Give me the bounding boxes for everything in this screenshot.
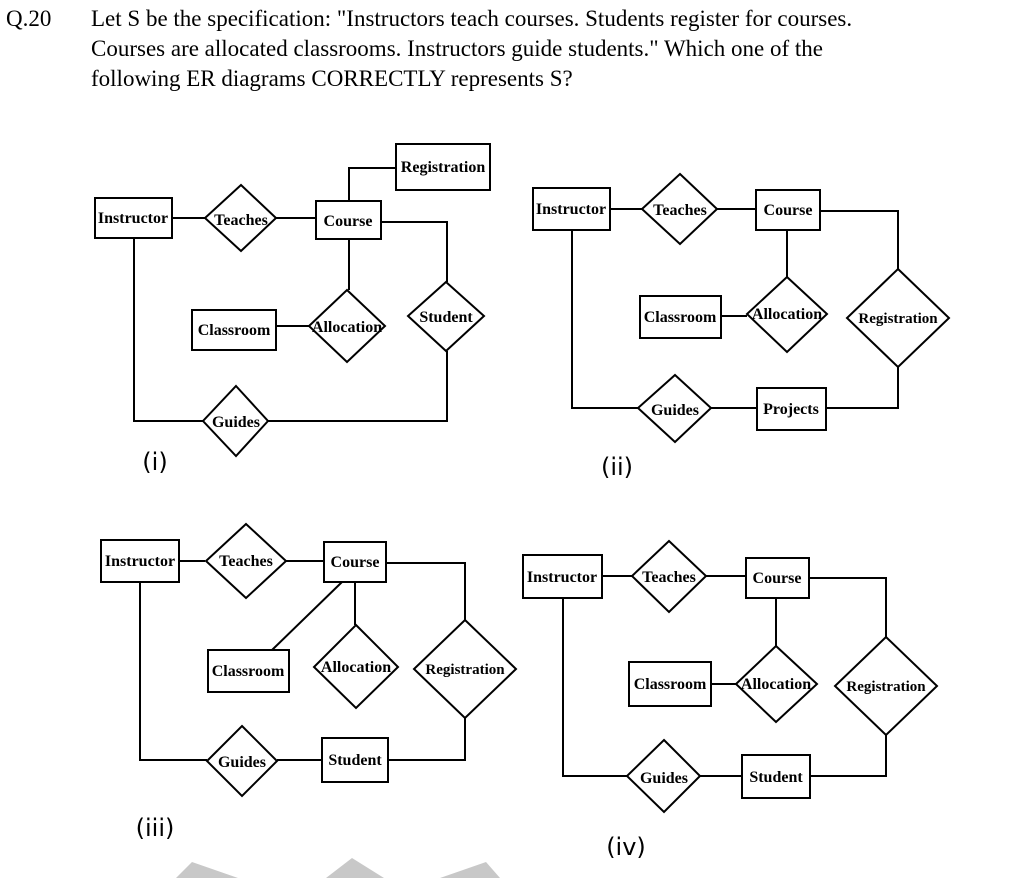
entity-classroom xyxy=(639,295,722,339)
entity-course xyxy=(315,200,382,240)
relationship-teaches xyxy=(203,183,278,253)
connector xyxy=(139,582,207,761)
connector xyxy=(268,351,448,422)
entity-label: Classroom xyxy=(634,676,707,693)
entity-label: Classroom xyxy=(198,322,271,339)
entity-label: Student xyxy=(328,752,382,769)
relationship-label: Student xyxy=(419,309,473,326)
connector xyxy=(271,581,343,651)
relationship-label: Allocation xyxy=(741,676,811,693)
relationship-label: Guides xyxy=(640,770,688,787)
entity-course xyxy=(745,557,810,599)
diagram-iv: Instructor Course Classroom Student Teac… xyxy=(522,539,939,861)
entity-student xyxy=(321,737,389,783)
question-line: Let S be the specification: "Instructors… xyxy=(91,6,853,31)
entity-label: Classroom xyxy=(644,309,717,326)
connector xyxy=(571,230,638,409)
diagram-ii: Instructor Course Classroom Projects Tea… xyxy=(532,172,951,481)
connector xyxy=(562,598,627,777)
diagram-label: (iii) xyxy=(136,814,175,842)
entity-label: Projects xyxy=(763,401,819,418)
connector xyxy=(386,562,466,620)
entity-classroom xyxy=(207,649,290,693)
entity-instructor xyxy=(532,187,611,231)
relationship-label: Allocation xyxy=(752,306,822,323)
connector xyxy=(388,718,466,761)
entity-label: Student xyxy=(749,769,803,786)
connector xyxy=(381,221,448,282)
entity-student xyxy=(741,754,811,799)
relationship-allocation xyxy=(312,623,400,710)
watermark-shape xyxy=(176,858,500,878)
diagram-i: Instructor Course Registration Classroom… xyxy=(94,143,491,476)
entity-label: Registration xyxy=(401,159,486,176)
connector xyxy=(133,238,203,422)
relationship-label: Guides xyxy=(651,402,699,419)
entity-course xyxy=(755,189,821,231)
connector xyxy=(810,735,887,777)
connector xyxy=(820,210,899,269)
entity-label: Course xyxy=(764,202,813,219)
entity-label: Course xyxy=(324,213,373,230)
diagram-label: (iv) xyxy=(606,833,646,861)
relationship-student xyxy=(406,280,486,353)
relationship-registration xyxy=(412,618,518,720)
relationship-allocation xyxy=(745,275,829,354)
relationship-allocation xyxy=(307,288,387,364)
question-line: Courses are allocated classrooms. Instru… xyxy=(91,36,824,61)
relationship-label: Teaches xyxy=(219,553,273,570)
relationship-allocation xyxy=(734,644,819,724)
diagram-iii: Instructor Course Classroom Student Teac… xyxy=(100,522,518,842)
entity-label: Instructor xyxy=(105,553,175,570)
diagram-label: (ii) xyxy=(601,453,633,481)
relationship-label: Allocation xyxy=(312,319,382,336)
entity-projects xyxy=(756,387,827,431)
relationship-teaches xyxy=(640,172,719,246)
entity-classroom xyxy=(191,309,277,351)
entity-label: Instructor xyxy=(536,201,606,218)
connector xyxy=(348,167,396,201)
relationship-registration xyxy=(845,267,951,369)
connector xyxy=(809,577,887,637)
question-number: Q.20 xyxy=(6,6,52,31)
relationship-teaches xyxy=(204,522,288,600)
relationship-label: Registration xyxy=(858,311,938,327)
relationship-guides xyxy=(625,738,702,814)
entity-course xyxy=(323,541,387,583)
entity-classroom xyxy=(628,661,712,707)
relationship-label: Guides xyxy=(212,414,260,431)
entity-label: Classroom xyxy=(212,663,285,680)
relationship-guides xyxy=(205,724,279,798)
entity-instructor xyxy=(94,197,173,239)
entity-label: Course xyxy=(753,570,802,587)
relationship-label: Teaches xyxy=(642,569,696,586)
relationship-guides xyxy=(636,373,713,444)
entity-registration xyxy=(395,143,491,191)
entity-label: Course xyxy=(331,554,380,571)
relationship-label: Registration xyxy=(425,662,505,678)
relationship-label: Guides xyxy=(218,754,266,771)
entity-label: Instructor xyxy=(98,210,168,227)
diagram-label: (i) xyxy=(142,448,167,476)
relationship-label: Teaches xyxy=(214,212,268,229)
relationship-label: Allocation xyxy=(321,659,391,676)
question-line: following ER diagrams CORRECTLY represen… xyxy=(91,66,573,91)
relationship-label: Registration xyxy=(846,679,926,695)
relationship-guides xyxy=(201,384,270,458)
question-text: Let S be the specification: "Instructors… xyxy=(91,4,991,94)
relationship-registration xyxy=(833,635,939,737)
relationship-teaches xyxy=(630,539,708,614)
entity-label: Instructor xyxy=(527,569,597,586)
connector xyxy=(826,367,899,409)
relationship-label: Teaches xyxy=(653,202,707,219)
entity-instructor xyxy=(522,554,603,599)
entity-instructor xyxy=(100,539,180,583)
